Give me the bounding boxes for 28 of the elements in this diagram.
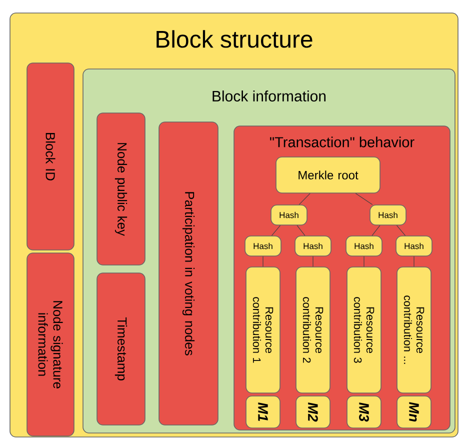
field-box: Node public key — [96, 112, 146, 266]
hash-box: Hash — [294, 236, 332, 256]
field-box: Block ID — [26, 62, 74, 250]
connector-line — [396, 225, 406, 236]
hash-box: Hash — [346, 236, 382, 256]
root-box: Merkle root — [276, 156, 380, 194]
hash-box: Hash — [244, 236, 282, 256]
connector-line — [298, 193, 310, 205]
data-box: Mn — [396, 396, 432, 428]
field-box: Timestamp — [96, 272, 146, 426]
data-box: Resource contribution 2 — [296, 266, 330, 394]
data-box: M3 — [346, 396, 382, 428]
data-box: Resource contribution 1 — [246, 266, 280, 394]
connector-line — [271, 225, 281, 236]
hash-box: Hash — [370, 204, 406, 226]
data-box: Resource contribution ... — [396, 266, 432, 394]
hash-box: Hash — [396, 236, 432, 256]
field-box: Node signature information — [26, 252, 74, 436]
connector-line — [372, 225, 380, 236]
field-box: Participation in voting nodes — [158, 122, 218, 426]
hash-box: Hash — [270, 204, 308, 226]
connector-line — [312, 256, 314, 267]
data-box: Resource contribution 3 — [346, 266, 382, 394]
data-box: M2 — [296, 396, 330, 428]
data-box: M1 — [246, 396, 280, 428]
connector-line — [262, 256, 264, 267]
connector-line — [296, 225, 306, 236]
connector-line — [355, 193, 373, 205]
